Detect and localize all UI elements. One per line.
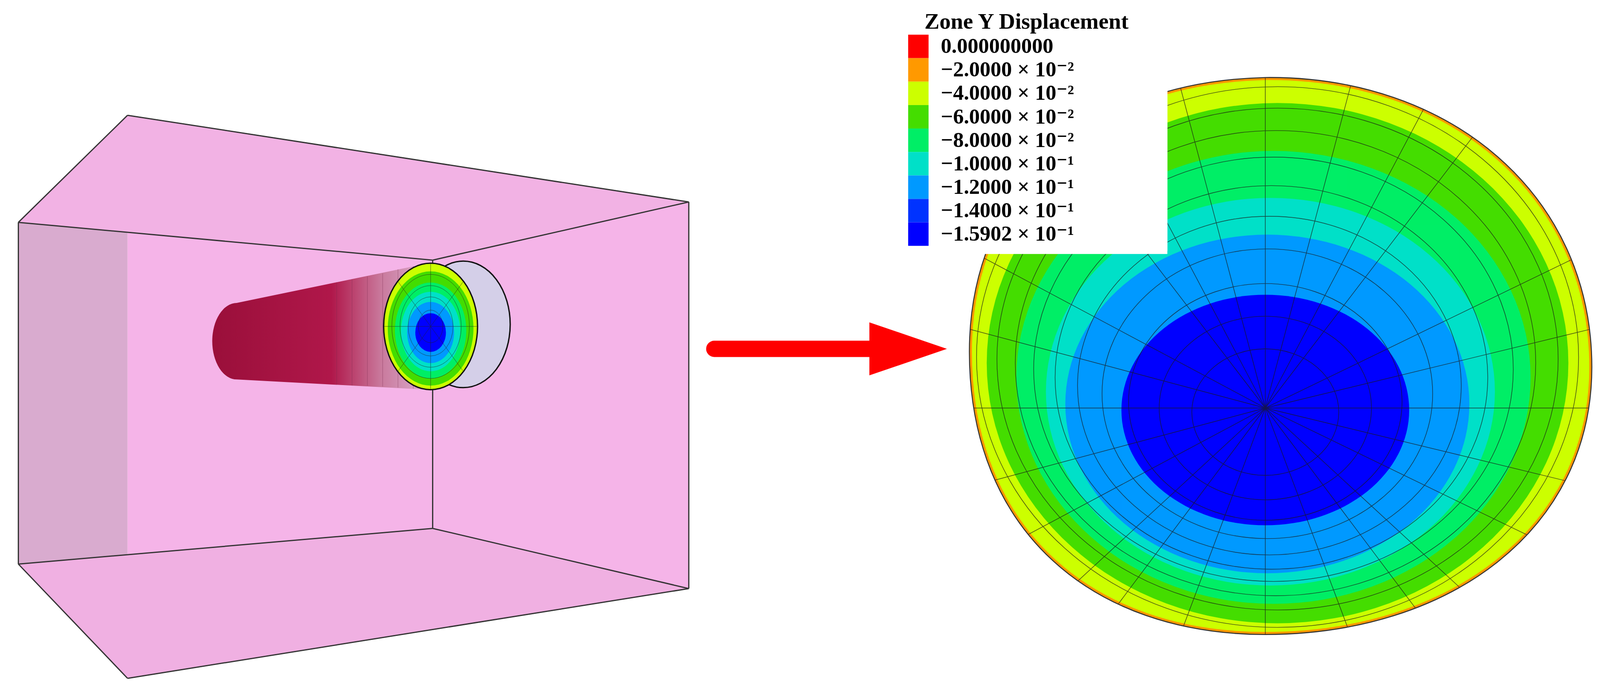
legend-text: −8.0000 × 10⁻² [940,128,1075,152]
legend-row: −1.2000 × 10⁻¹ [889,175,1164,199]
legend-swatch [908,198,929,223]
legend-text: −1.4000 × 10⁻¹ [940,198,1075,223]
legend-row: −1.4000 × 10⁻¹ [889,198,1164,223]
legend-text: −1.2000 × 10⁻¹ [940,175,1075,199]
tunnel-cylinder [212,261,511,390]
legend-swatch [908,34,929,59]
legend-text: −1.0000 × 10⁻¹ [940,151,1075,176]
legend: Zone Y Displacement0.000000000−2.0000 × … [885,3,1168,255]
legend-swatch [908,105,929,129]
legend-swatch [908,58,929,82]
legend-text: −4.0000 × 10⁻² [940,81,1075,106]
legend-row: 0.000000000 [889,34,1164,59]
legend-row: −1.5902 × 10⁻¹ [889,222,1164,247]
legend-text: −6.0000 × 10⁻² [940,105,1075,129]
legend-text: −1.5902 × 10⁻¹ [940,222,1075,247]
legend-swatch [908,151,929,176]
legend-row: −8.0000 × 10⁻² [889,128,1164,152]
legend-row: −6.0000 × 10⁻² [889,105,1164,129]
legend-row: −4.0000 × 10⁻² [889,81,1164,106]
model-box [18,115,690,679]
legend-row: −1.0000 × 10⁻¹ [889,151,1164,176]
face-contour [883,0,1600,653]
legend-swatch [908,222,929,247]
legend-text: 0.000000000 [940,34,1054,59]
arrow [714,322,948,376]
legend-swatch [908,175,929,199]
legend-swatch [908,81,929,106]
legend-swatch [908,128,929,152]
legend-text: −2.0000 × 10⁻² [940,58,1075,82]
legend-title: Zone Y Displacement [889,7,1164,35]
legend-row: −2.0000 × 10⁻² [889,58,1164,82]
